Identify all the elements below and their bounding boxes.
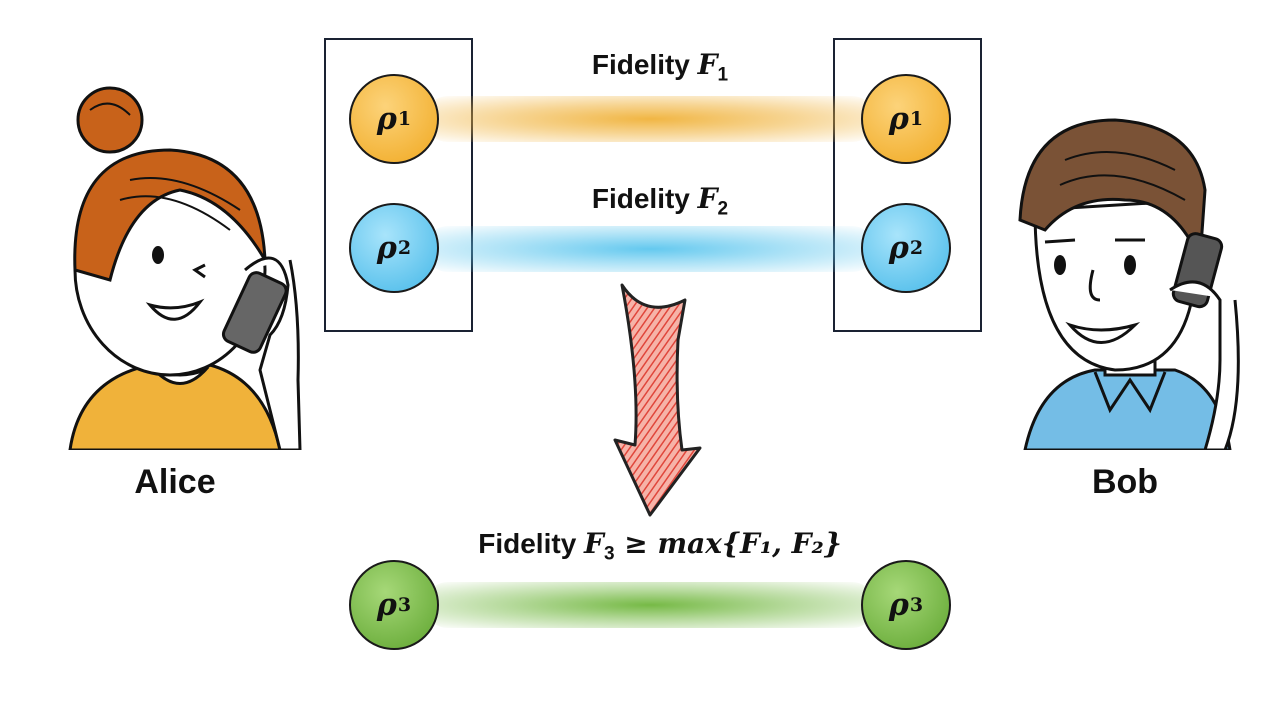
fidelity-label-3-text: Fidelity [478, 528, 577, 559]
entanglement-link-1 [425, 96, 875, 142]
fidelity-label-3: Fidelity F3 ≥ max{F₁, F₂} [430, 527, 890, 566]
bob-illustration [1018, 118, 1240, 450]
fidelity-label-1: Fidelity F1 [540, 48, 780, 87]
bob-state-1-sub: 1 [909, 108, 924, 130]
alice-state-box [324, 38, 473, 332]
down-arrow-icon [613, 283, 702, 517]
alice-illustration [68, 86, 302, 450]
alice-name: Alice [134, 463, 216, 501]
fidelity-label-2-symbol: F [697, 182, 718, 215]
alice-state-3-symbol: ρ [376, 587, 397, 623]
alice-state-3-sub: 3 [397, 594, 412, 616]
bob-state-2-symbol: ρ [888, 230, 909, 266]
fidelity-label-2-text: Fidelity [591, 183, 690, 214]
alice-state-2-symbol: ρ [376, 230, 397, 266]
bob-state-2-sub: 2 [909, 237, 924, 259]
bob-state-3-symbol: ρ [888, 587, 909, 623]
alice-state-1-sub: 1 [397, 108, 412, 130]
fidelity-label-2-sub: 2 [717, 198, 729, 220]
entanglement-link-2 [425, 226, 875, 272]
fidelity-label-1-text: Fidelity [591, 49, 690, 80]
alice-state-1-symbol: ρ [376, 101, 397, 137]
fidelity-label-1-sub: 1 [717, 64, 729, 86]
alice-state-2-sub: 2 [397, 237, 412, 259]
fidelity-label-3-sub: 3 [603, 543, 615, 565]
fidelity-label-3-symbol: F [584, 527, 604, 560]
bob-state-1-symbol: ρ [888, 101, 909, 137]
fidelity-label-1-symbol: F [697, 48, 718, 81]
fidelity-label-3-tail: ≥ max{F₁, F₂} [614, 527, 842, 560]
entanglement-link-3 [425, 582, 875, 628]
fidelity-label-2: Fidelity F2 [535, 182, 785, 221]
bob-state-box [833, 38, 982, 332]
bob-state-3-sub: 3 [909, 594, 924, 616]
bob-name: Bob [1091, 463, 1159, 501]
